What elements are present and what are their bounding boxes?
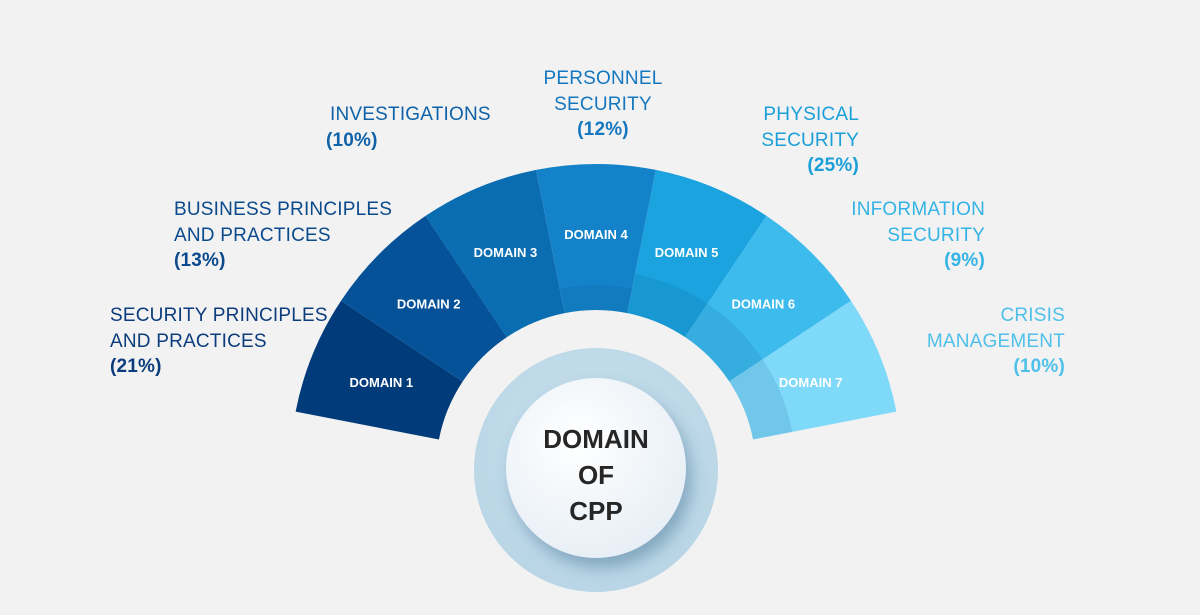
- label-domain-5: PHYSICAL SECURITY (25%): [700, 102, 859, 179]
- wedge-label: DOMAIN 4: [564, 227, 628, 242]
- wedge-inner-band: [729, 359, 793, 440]
- label-title: AND PRACTICES: [110, 330, 267, 352]
- wedge-domain-5: [627, 169, 767, 338]
- label-title: PHYSICAL: [763, 104, 859, 125]
- label-percent: (10%): [326, 129, 378, 151]
- wedge-label: DOMAIN 2: [397, 297, 461, 312]
- label-percent: (12%): [577, 119, 629, 140]
- label-title: CRISIS: [1000, 305, 1065, 326]
- label-domain-1: SECURITY PRINCIPLES AND PRACTICES (21%): [110, 303, 328, 380]
- wedge-domain-7: [729, 300, 897, 440]
- wedge-domain-2: [341, 215, 507, 382]
- wedge-inner-band: [559, 285, 633, 314]
- wedge-label: DOMAIN 5: [655, 245, 719, 260]
- label-title: PERSONNEL: [543, 68, 663, 89]
- wedge-inner-band: [685, 303, 763, 382]
- wedge-domain-6: [685, 215, 851, 382]
- wedge-domain-4: [536, 164, 656, 314]
- wedge-inner-band: [627, 273, 708, 338]
- wedge-domain-1: [295, 300, 463, 440]
- center-disc: [506, 378, 686, 558]
- wedge-domain-3: [425, 169, 565, 338]
- label-percent: (21%): [110, 356, 162, 377]
- center-title-line-3: CPP: [569, 496, 622, 526]
- label-domain-3: INVESTIGATIONS (10%): [326, 102, 491, 153]
- label-title: BUSINESS PRINCIPLES: [174, 199, 393, 220]
- label-percent: (10%): [1013, 356, 1065, 377]
- label-title: INFORMATION: [851, 199, 985, 220]
- label-percent: (13%): [174, 250, 226, 271]
- label-title: SECURITY PRINCIPLES: [110, 305, 328, 326]
- label-title: AND PRACTICES: [174, 224, 331, 246]
- center-title-line-1: DOMAIN: [543, 424, 648, 454]
- label-title: SECURITY: [887, 224, 985, 246]
- wedge-label: DOMAIN 7: [779, 375, 843, 390]
- label-title: SECURITY: [761, 129, 859, 151]
- label-percent: (9%): [944, 250, 985, 271]
- label-domain-2: BUSINESS PRINCIPLES AND PRACTICES (13%): [174, 197, 392, 274]
- label-percent: (25%): [807, 155, 859, 176]
- label-domain-4: PERSONNEL SECURITY (12%): [523, 66, 683, 143]
- label-domain-7: CRISIS MANAGEMENT (10%): [880, 303, 1065, 380]
- label-title: SECURITY: [554, 93, 652, 115]
- label-domain-6: INFORMATION SECURITY (9%): [800, 197, 985, 274]
- center-title-line-2: OF: [578, 460, 614, 490]
- wedge-label: DOMAIN 6: [732, 297, 796, 312]
- wedge-label: DOMAIN 1: [350, 375, 414, 390]
- label-title: INVESTIGATIONS: [330, 104, 491, 125]
- wedge-label: DOMAIN 3: [474, 245, 538, 260]
- label-title: MANAGEMENT: [926, 330, 1065, 352]
